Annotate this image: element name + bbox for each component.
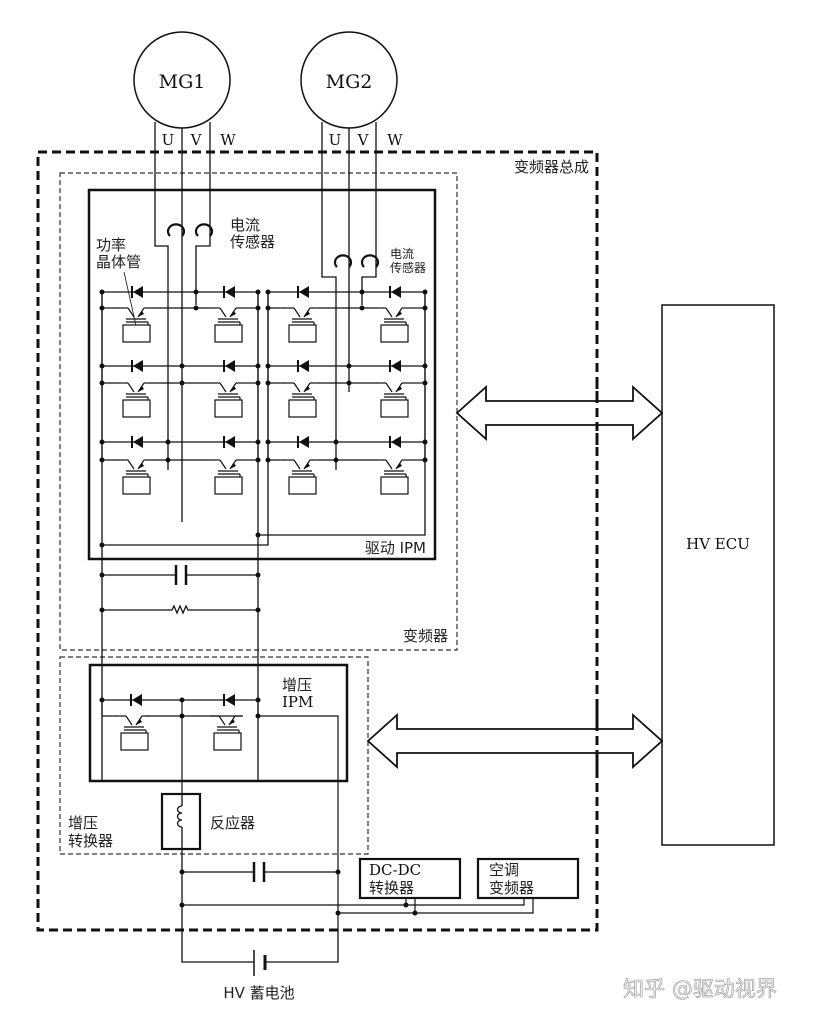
watermark: 知乎 @驱动视界	[623, 977, 777, 1001]
junction-dot	[179, 380, 185, 386]
motor-mg2: MG2	[300, 31, 398, 129]
boost-diode-2-icon	[223, 693, 236, 707]
boost-converter-label-line1: 增压	[68, 814, 98, 832]
diode-icon	[389, 285, 402, 299]
hv-ecu-box	[661, 304, 775, 846]
current-sensor-1-label-line1: 电流	[230, 216, 260, 234]
mg1-phase-wires	[154, 122, 211, 522]
diode-icon	[131, 359, 144, 373]
mg1-phase-w: W	[220, 131, 236, 149]
drive-ipm-label: 驱动 IPM	[365, 539, 426, 557]
diode-icon	[297, 359, 310, 373]
boost-transistor-2-icon	[210, 715, 244, 751]
current-sensor-1-label-line2: 传感器	[230, 233, 275, 251]
power-transistor-icon	[377, 307, 411, 343]
boost-diode-1-icon	[130, 693, 143, 707]
ac-inverter-label-line1: 空调	[489, 861, 519, 879]
power-transistor-icon	[211, 307, 245, 343]
junction-dot	[165, 457, 171, 463]
power-transistor-pointer	[123, 271, 138, 331]
mg2-phase-wires	[321, 122, 377, 470]
hv-battery-icon	[181, 930, 339, 976]
boost-transistor-1-icon	[117, 715, 151, 751]
boost-ipm-box	[88, 663, 349, 783]
junction-dot	[165, 439, 171, 445]
dcdc-label-line1: DC-DC	[369, 861, 421, 879]
reactor-box	[160, 792, 202, 851]
current-sensor-mg1-icon	[166, 223, 214, 237]
inverter-label: 变频器	[403, 627, 448, 645]
boost-converter-label-line2: 转换器	[68, 832, 113, 850]
reactor-coil-icon	[176, 794, 183, 954]
junction-dot	[346, 380, 352, 386]
dc-bus-wires	[101, 292, 426, 780]
diode-icon	[223, 285, 236, 299]
power-transistor-icon	[119, 459, 153, 495]
mg2-phase-v: V	[357, 131, 370, 149]
motor-mg2-label: MG2	[326, 71, 373, 93]
ac-inverter-label-line2: 变频器	[489, 879, 534, 897]
junction-dot	[359, 305, 365, 311]
power-transistor-icon	[285, 459, 319, 495]
reactor-label: 反应器	[210, 814, 255, 832]
discharge-resistor	[102, 604, 258, 615]
ac-inverter-box	[476, 857, 580, 900]
power-transistor-icon	[377, 459, 411, 495]
power-transistor-label-line1: 功率	[96, 236, 126, 254]
boost-ipm-label-line2: IPM	[282, 693, 313, 711]
current-sensor-2-label-line1: 电流	[390, 247, 414, 261]
diode-icon	[223, 435, 236, 449]
power-transistor-icon	[285, 307, 319, 343]
aux-supply-wires	[182, 898, 534, 914]
inverter-assembly-label: 变频器总成	[514, 158, 589, 176]
boost-converter-boundary	[59, 656, 369, 855]
filter-capacitor	[182, 862, 338, 882]
junction-dot	[333, 457, 339, 463]
junction-dot	[346, 363, 352, 369]
motor-mg1: MG1	[133, 31, 231, 129]
inverter-assembly-boundary	[36, 150, 599, 932]
current-sensor-mg2-icon	[333, 254, 380, 268]
drive-ipm-box	[87, 188, 437, 561]
dcdc-label-line2: 转换器	[369, 879, 414, 897]
ecu-boost-signal-arrow	[366, 712, 664, 770]
junction-dot	[193, 289, 199, 295]
power-transistor-icon	[285, 382, 319, 418]
junction-dot	[193, 305, 199, 311]
mg2-phase-u: U	[329, 131, 342, 149]
diode-icon	[389, 435, 402, 449]
power-transistor-label-line2: 晶体管	[96, 253, 141, 271]
diode-icon	[297, 285, 310, 299]
smoothing-capacitor	[102, 565, 258, 585]
mg1-phase-u: U	[162, 131, 175, 149]
power-transistor-icon	[119, 382, 153, 418]
junction-dot	[179, 363, 185, 369]
ecu-inverter-signal-arrow	[455, 384, 664, 442]
power-transistor-icon	[211, 382, 245, 418]
junction-dot	[333, 439, 339, 445]
mg1-phase-v: V	[190, 131, 203, 149]
motor-mg1-label: MG1	[159, 71, 206, 93]
mg2-phase-w: W	[387, 131, 403, 149]
diode-icon	[389, 359, 402, 373]
boost-junction-dots	[99, 697, 261, 719]
power-transistor-icon	[211, 459, 245, 495]
hv-battery-label: HV 蓄电池	[223, 984, 294, 1002]
junction-dot	[359, 289, 365, 295]
current-sensor-2-label-line2: 传感器	[390, 260, 426, 275]
diode-icon	[297, 435, 310, 449]
diode-icon	[131, 435, 144, 449]
power-transistor-icon	[119, 307, 153, 343]
diode-icon	[223, 359, 236, 373]
hv-ecu-label: HV ECU	[686, 535, 750, 553]
aux-junction-dots	[179, 869, 418, 916]
dcdc-converter-box	[358, 857, 462, 900]
diode-icon	[131, 285, 144, 299]
power-transistor-icon	[377, 382, 411, 418]
boost-ipm-label-line1: 增压	[282, 676, 312, 694]
